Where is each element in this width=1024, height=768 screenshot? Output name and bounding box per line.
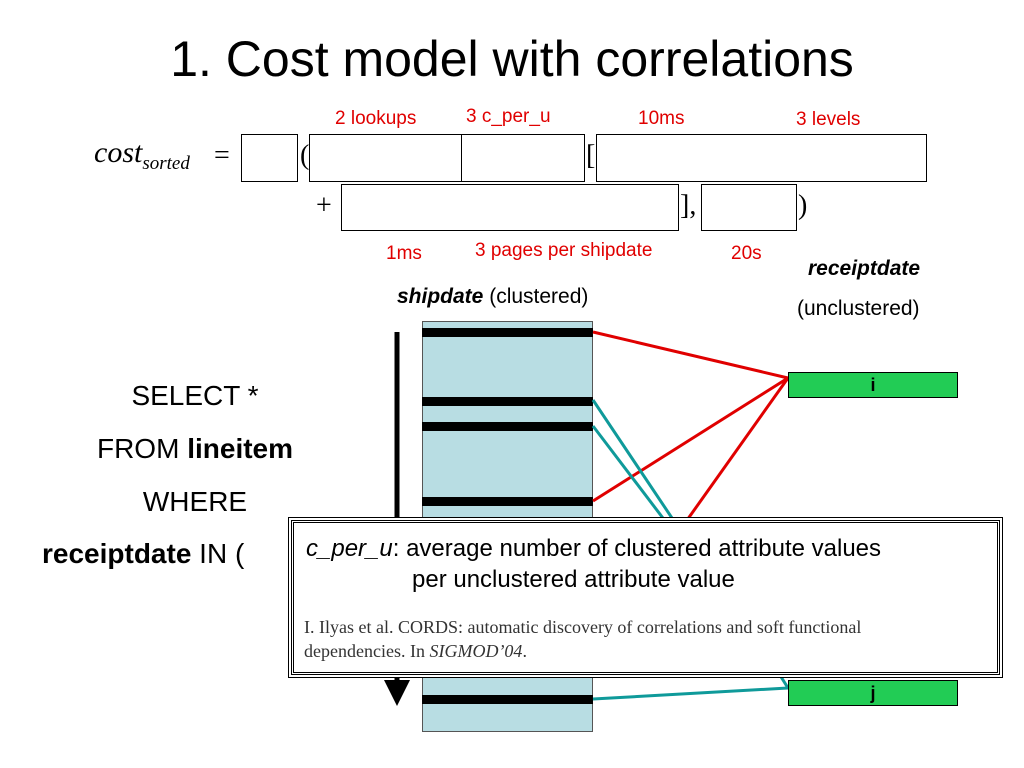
popup-reference-end: . [522,641,527,661]
shipdate-row-stripe [422,497,593,506]
popup-reference-prefix: dependencies. In [304,641,430,661]
sql-from-keyword: FROM [96,433,188,464]
receiptdate-entry-i: i [788,372,958,398]
popup-reference: I. Ilyas et al. CORDS: automatic discove… [304,615,861,663]
formula-subscript: sorted [142,153,190,174]
formula-cost: cost [94,136,143,169]
formula-close-paren: ) [798,190,808,221]
formula-plus: + [316,190,332,221]
sql-condition: receiptdate IN ( [42,538,244,570]
red-line [592,330,789,380]
annotation-1ms: 1ms [386,243,422,264]
formula-box-c-per-u [461,134,585,182]
definition-popup: c_per_u: average number of clustered att… [291,520,1000,675]
shipdate-name: shipdate [397,285,484,308]
formula-box-10ms [596,134,927,182]
annotation-10ms: 10ms [638,108,685,129]
shipdate-row-stripe [422,328,593,337]
formula-equals: = [214,140,230,171]
annotation-levels: 3 levels [796,109,861,130]
formula-close-bracket: ], [680,190,697,221]
sql-condition-rest: IN ( [191,538,245,569]
popup-reference-venue: SIGMOD’04 [429,641,523,661]
red-line [592,376,789,503]
teal-line [591,399,682,531]
popup-definition-line2: per unclustered attribute value [412,566,735,593]
slide-title: 1. Cost model with correlations [170,31,854,87]
sql-condition-column: receiptdate [42,538,192,569]
formula-cost-label: costsorted [94,136,190,175]
teal-line [591,425,674,531]
popup-reference-line1: I. Ilyas et al. CORDS: automatic discove… [304,617,862,637]
receiptdate-entry-j: j [788,680,958,706]
red-line [678,377,790,531]
popup-term: c_per_u [306,535,393,562]
formula-box-2 [309,134,462,182]
receiptdate-header-suffix: (unclustered) [797,297,920,320]
teal-line [592,686,789,701]
shipdate-row-stripe [422,397,593,406]
popup-definition-line1: : average number of clustered attribute … [392,535,882,562]
shipdate-suffix: (clustered) [489,285,589,308]
sql-select: SELECT * [131,380,259,411]
shipdate-row-stripe [422,422,593,431]
annotation-c-per-u: 3 c_per_u [466,106,551,127]
shipdate-header: shipdate (clustered) [397,285,588,309]
annotation-pages: 3 pages per shipdate [475,240,653,261]
formula-box-20s [701,184,797,231]
annotation-lookups: 2 lookups [335,108,417,129]
popup-definition: c_per_u: average number of clustered att… [306,533,881,595]
formula-box-lookups [241,134,298,182]
receiptdate-header-name: receiptdate [808,257,921,280]
sql-where: WHERE [142,486,248,517]
sql-table-name: lineitem [187,433,294,464]
formula-open-paren: ( [300,140,310,171]
formula-box-pages [341,184,679,231]
scan-arrow-head [384,680,410,706]
annotation-20s: 20s [731,243,762,264]
formula-open-bracket: [ [586,140,596,171]
sql-from: FROM lineitem [0,433,390,465]
shipdate-row-stripe [422,695,593,704]
